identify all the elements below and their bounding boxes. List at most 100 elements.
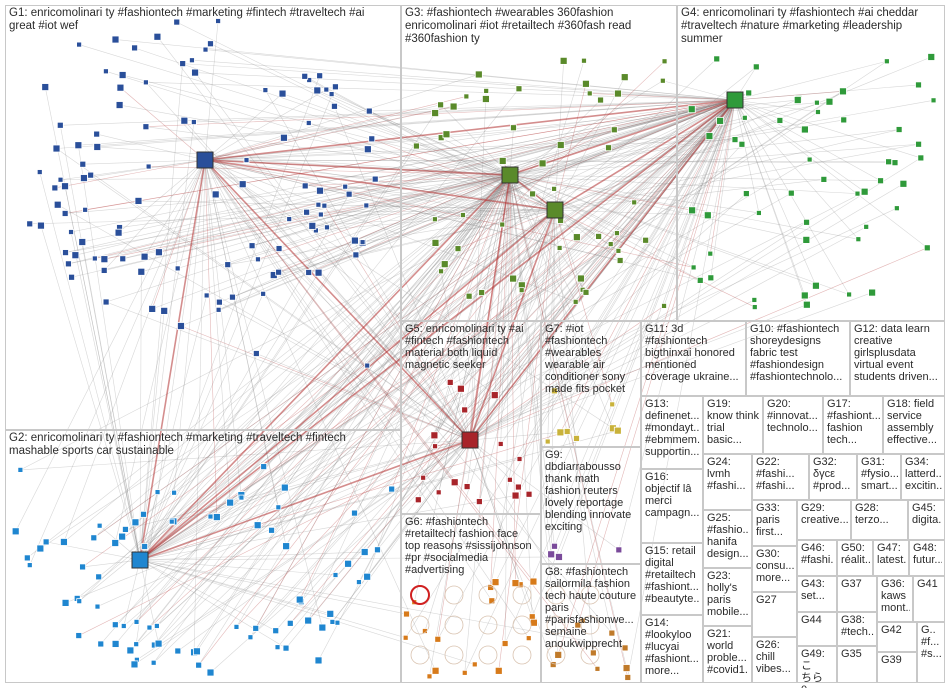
edge	[241, 174, 511, 498]
edge	[205, 49, 736, 101]
node	[854, 190, 861, 197]
edge	[509, 174, 559, 655]
group-g33-label: G33: paris first...	[756, 502, 783, 538]
edge	[138, 200, 556, 211]
group-g5-label: G5: enricomolinari ty #ai #fintech #fash…	[405, 323, 524, 371]
node	[551, 185, 557, 192]
node	[613, 426, 622, 435]
edge	[154, 209, 556, 646]
group-g22-label: G22: #fashi... #fashi...	[756, 456, 795, 492]
group-g34-label: G34: latterd... excitin...	[905, 456, 942, 492]
edge	[577, 99, 736, 626]
edge	[139, 111, 819, 561]
node	[37, 221, 45, 230]
edge	[204, 159, 290, 220]
node	[215, 298, 223, 306]
edge	[242, 184, 471, 441]
group-g12-label: G12: data learn creative girlsplusdata v…	[854, 323, 938, 383]
node	[313, 86, 322, 95]
node	[703, 211, 712, 220]
edge	[278, 174, 511, 273]
edge	[119, 104, 511, 176]
node	[168, 518, 175, 525]
node	[659, 77, 666, 84]
edge	[145, 99, 736, 127]
edge	[44, 86, 141, 561]
edge	[300, 174, 511, 602]
edge	[509, 174, 613, 405]
edge	[210, 439, 471, 673]
group-g45-label: G45: digita...	[912, 502, 942, 526]
edge	[139, 112, 436, 561]
node	[572, 298, 579, 305]
node	[454, 245, 462, 253]
edge	[558, 99, 736, 558]
node	[332, 572, 339, 578]
group-g28-label: G28: terzo...	[855, 502, 889, 526]
node	[572, 233, 581, 242]
edge	[39, 171, 141, 561]
node	[87, 171, 95, 179]
node	[420, 474, 427, 481]
edge	[469, 292, 873, 441]
node	[316, 72, 324, 80]
node	[661, 58, 668, 65]
edge	[54, 159, 206, 189]
group-g29-label: G29: creative...	[801, 502, 848, 526]
edge	[139, 559, 407, 615]
edge	[204, 159, 464, 216]
node	[352, 251, 360, 259]
edge	[104, 174, 511, 271]
edge	[153, 174, 511, 663]
group-g48-label: G48: futur...	[913, 542, 942, 566]
edge	[29, 209, 556, 225]
edge	[184, 120, 471, 441]
node	[594, 665, 601, 672]
node	[474, 70, 483, 79]
node	[814, 99, 820, 106]
node	[286, 216, 293, 222]
node	[359, 239, 366, 246]
edge	[509, 129, 900, 176]
node	[595, 233, 602, 240]
edge	[377, 99, 736, 550]
node	[76, 598, 83, 605]
edge	[136, 439, 471, 661]
edge	[435, 99, 736, 244]
node	[155, 248, 163, 257]
edge	[60, 125, 141, 561]
group-g29: G29: creative...	[797, 500, 851, 540]
edge	[250, 99, 736, 638]
edge	[554, 58, 717, 211]
edge	[469, 439, 554, 665]
node	[100, 267, 108, 274]
edge	[139, 430, 618, 561]
node	[133, 641, 140, 648]
node	[608, 629, 616, 637]
self-loop	[444, 615, 464, 635]
edge	[734, 99, 808, 305]
group-g27: G27	[752, 592, 797, 637]
node	[923, 244, 931, 252]
node	[525, 635, 532, 642]
node	[713, 55, 721, 63]
edge	[135, 174, 511, 645]
hub-edge	[204, 159, 511, 176]
edge	[521, 99, 736, 291]
edge	[122, 174, 511, 260]
edge	[232, 174, 511, 298]
node	[23, 554, 31, 562]
hub-edge	[139, 209, 556, 561]
edge	[204, 96, 467, 161]
edge	[554, 60, 564, 211]
edge	[180, 325, 471, 441]
edge	[256, 353, 471, 441]
group-g46-label: G46: #fashi...	[801, 542, 834, 566]
node	[883, 58, 890, 65]
group-g30: G30: consu... more...	[752, 546, 797, 592]
edge	[251, 174, 511, 246]
edge	[734, 60, 887, 101]
edge	[204, 159, 694, 268]
self-loop	[512, 585, 532, 605]
